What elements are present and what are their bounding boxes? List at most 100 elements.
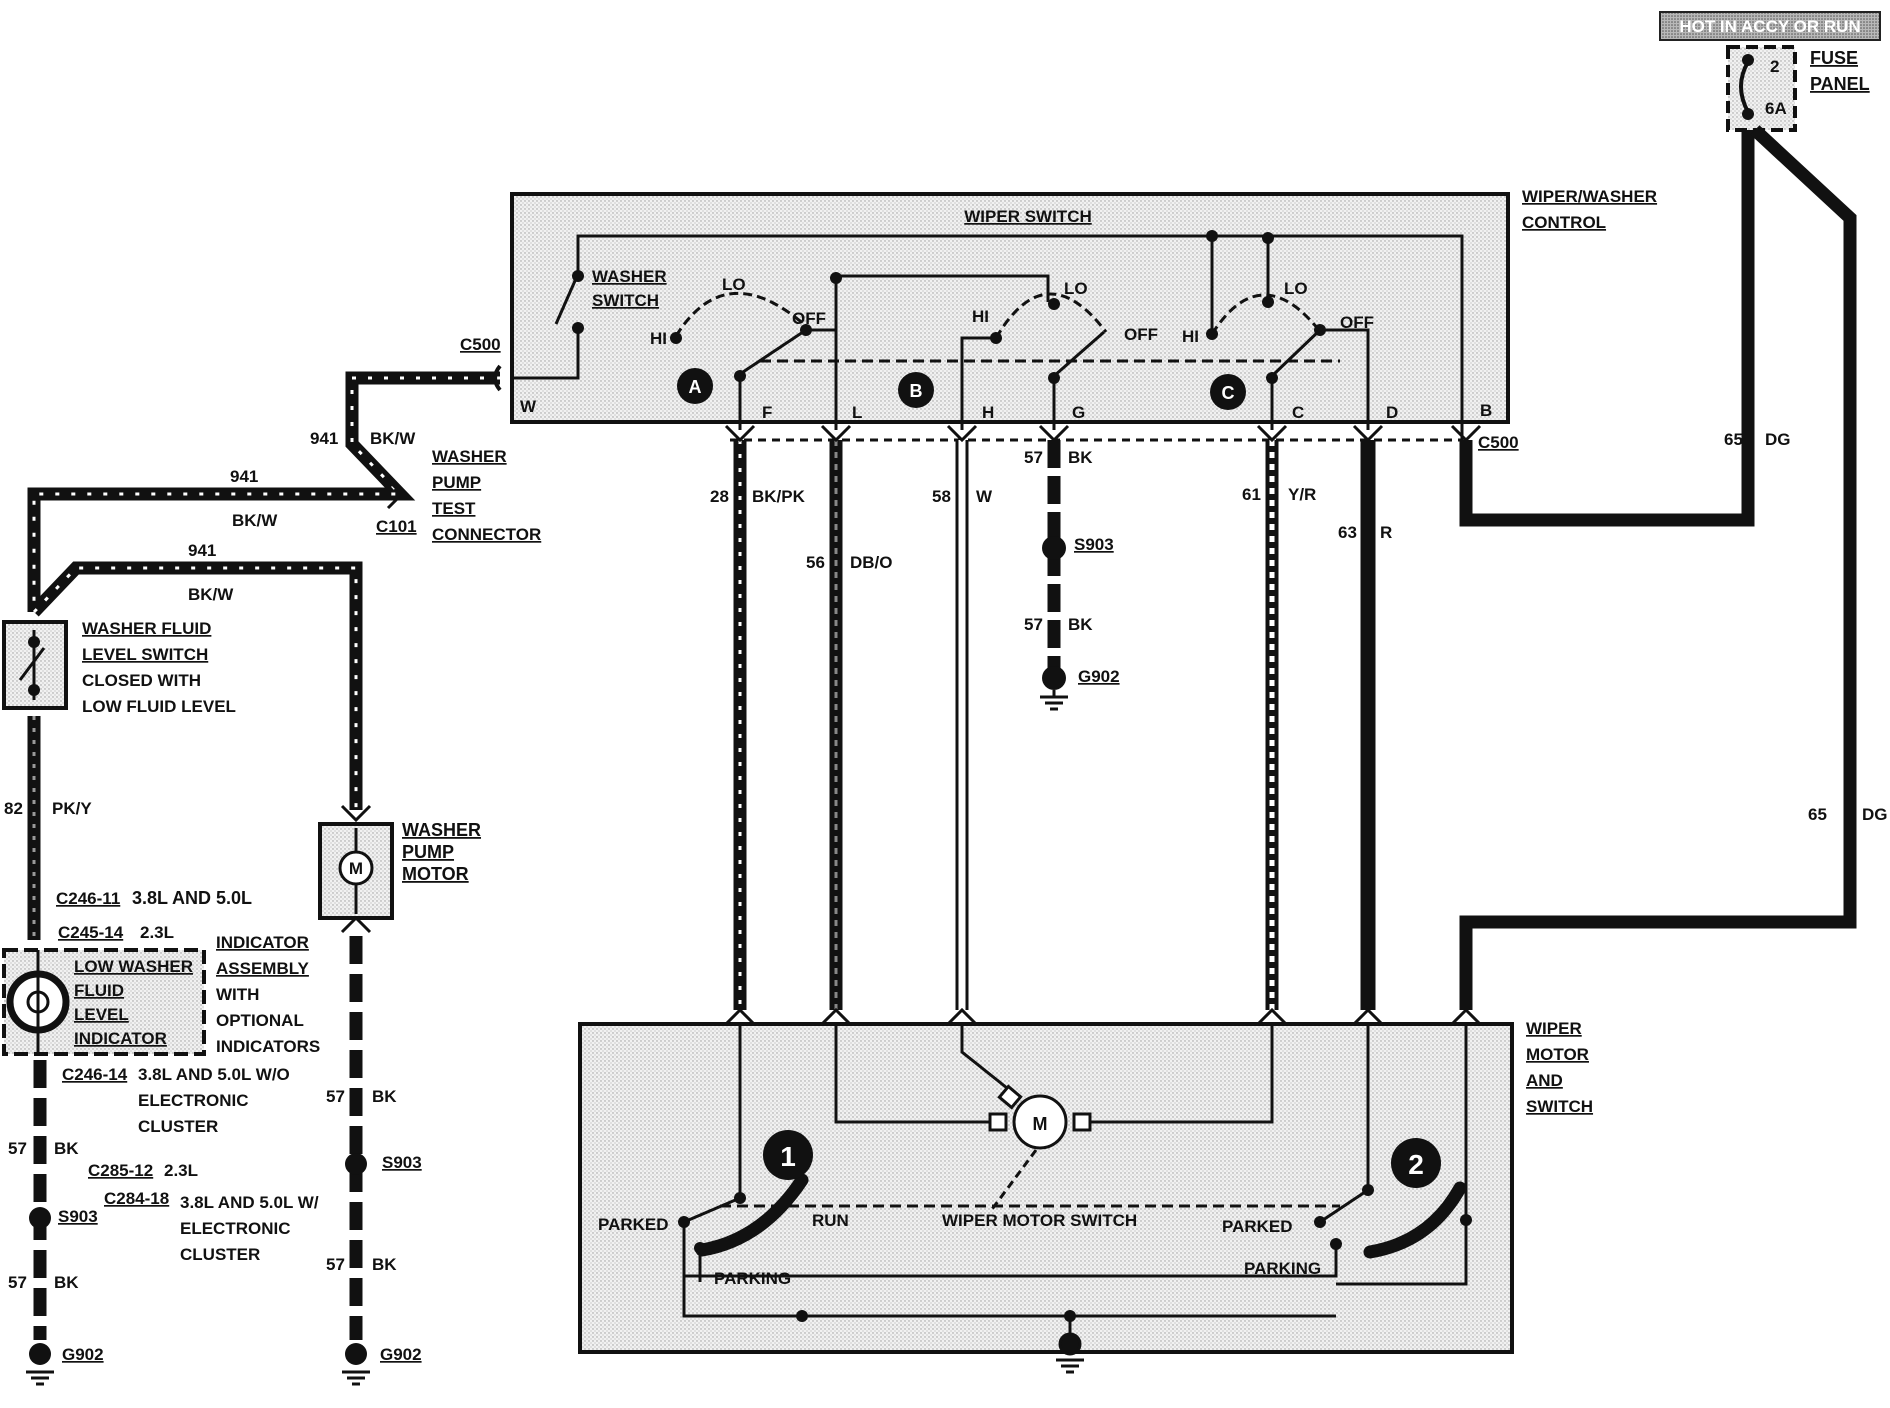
- wire-941-circuit-c: 941: [188, 541, 216, 560]
- c246-14-note: 3.8L AND 5.0L W/O: [138, 1065, 290, 1084]
- s903-left-splice: [29, 1207, 51, 1229]
- s903-left-label: S903: [58, 1207, 98, 1226]
- wire-57-left-circuit-a: 57: [8, 1139, 27, 1158]
- fuse-panel: HOT IN ACCY OR RUN 2 6A FUSE PANEL: [1659, 11, 1881, 132]
- c500-label: C500: [1478, 433, 1519, 452]
- pin-g: G: [1072, 403, 1085, 422]
- section-a-letter: A: [689, 377, 702, 397]
- wire-57-left-color-b: BK: [54, 1273, 79, 1292]
- section-b-letter: B: [910, 381, 923, 401]
- section-b-lo: LO: [1064, 279, 1088, 298]
- wiper-motor-label-3: AND: [1526, 1071, 1563, 1090]
- wire-65-circuit-2: 65: [1808, 805, 1827, 824]
- wire-57-color-b: BK: [1068, 615, 1093, 634]
- g902-pump-label: G902: [380, 1345, 422, 1364]
- test-connector-label-2: PUMP: [432, 473, 481, 492]
- hot-label: HOT IN ACCY OR RUN: [1679, 17, 1860, 36]
- parked-label-2: PARKED: [1222, 1217, 1293, 1236]
- wire-57-pump-circuit-a: 57: [326, 1087, 345, 1106]
- wiper-washer-control: WIPER SWITCH WIPER/WASHER CONTROL WASHER…: [510, 187, 1657, 440]
- section-c-hi: HI: [1182, 327, 1199, 346]
- wiper-motor-and-switch: WIPER MOTOR AND SWITCH: [578, 1019, 1593, 1374]
- section-c-letter: C: [1222, 383, 1235, 403]
- s903-label: S903: [1074, 535, 1114, 554]
- indicator-side-label-3: WITH: [216, 985, 259, 1004]
- wire-28-color: BK/PK: [752, 487, 806, 506]
- wire-58-circuit: 58: [932, 487, 951, 506]
- c246-11-label: C246-11: [56, 889, 120, 908]
- wire-941-color-a: BK/W: [370, 429, 416, 448]
- control-label-2: CONTROL: [1522, 213, 1606, 232]
- s903-pump-splice: [345, 1153, 367, 1175]
- pump-motor-label-3: MOTOR: [402, 864, 469, 884]
- pin-w: W: [520, 397, 537, 416]
- c101-label: C101: [376, 517, 417, 536]
- pump-motor-label: WASHER: [402, 820, 481, 840]
- wire-57-circuit-a: 57: [1024, 448, 1043, 467]
- g902-left-dot: [29, 1343, 51, 1365]
- test-connector-label-3: TEST: [432, 499, 476, 518]
- pin-c: C: [1292, 403, 1304, 422]
- washer-wiring: 941 BK/W 941 BK/W 941 BK/W C101 WASHER P…: [2, 364, 541, 1386]
- wire-61-color: Y/R: [1288, 485, 1316, 504]
- wire-65-circuit: 65: [1724, 430, 1743, 449]
- hot-label-box: [1659, 11, 1881, 41]
- parking-label-1: PARKING: [714, 1269, 791, 1288]
- indicator-label-4: INDICATOR: [74, 1029, 167, 1048]
- indicator-side-label-2: ASSEMBLY: [216, 959, 310, 978]
- section-b-hi: HI: [972, 307, 989, 326]
- wire-941-circuit-b: 941: [230, 467, 258, 486]
- section-a-hi: HI: [650, 329, 667, 348]
- indicator-label-3: LEVEL: [74, 1005, 129, 1024]
- wiper-motor-box: [578, 1022, 1514, 1354]
- s903-pump-label: S903: [382, 1153, 422, 1172]
- motor-section-1: 1: [780, 1141, 796, 1172]
- motor-switch-label: WIPER MOTOR SWITCH: [942, 1211, 1137, 1230]
- c246-14-label: C246-14: [62, 1065, 128, 1084]
- wire-65-color: DG: [1765, 430, 1791, 449]
- indicator-label: LOW WASHER: [74, 957, 193, 976]
- c246-14-note-2: ELECTRONIC: [138, 1091, 249, 1110]
- fuse-number: 2: [1770, 57, 1779, 76]
- pump-motor-symbol: M: [349, 859, 363, 878]
- test-connector-label-4: CONNECTOR: [432, 525, 541, 544]
- wire-57-circuit-b: 57: [1024, 615, 1043, 634]
- wire-82-color: PK/Y: [52, 799, 92, 818]
- wire-941-color-b: BK/W: [232, 511, 278, 530]
- wiper-motor-label-2: MOTOR: [1526, 1045, 1589, 1064]
- c284-18-note: 3.8L AND 5.0L W/: [180, 1193, 319, 1212]
- c285-12-label: C285-12: [88, 1161, 153, 1180]
- c500-label-2: C500: [460, 335, 501, 354]
- wire-57-color-a: BK: [1068, 448, 1093, 467]
- g902-pump-dot: [345, 1343, 367, 1365]
- wiper-switch-title: WIPER SWITCH: [964, 207, 1092, 226]
- section-b-badge: [898, 372, 934, 408]
- c245-14-note: 2.3L: [140, 923, 174, 942]
- wire-58-color: W: [976, 487, 993, 506]
- control-label: WIPER/WASHER: [1522, 187, 1657, 206]
- motor-section-2: 2: [1408, 1149, 1424, 1180]
- section-a-off: OFF: [792, 309, 826, 328]
- wire-61-circuit: 61: [1242, 485, 1261, 504]
- indicator-side-label-4: OPTIONAL: [216, 1011, 304, 1030]
- indicator-label-2: FLUID: [74, 981, 124, 1000]
- g902-label: G902: [1078, 667, 1120, 686]
- fuse-panel-label-2: PANEL: [1810, 74, 1870, 94]
- washer-switch-label: WASHER: [592, 267, 667, 286]
- wiper-motor-label: WIPER: [1526, 1019, 1582, 1038]
- section-a-badge: [677, 368, 713, 404]
- section-a-lo: LO: [722, 275, 746, 294]
- motor-ground-icon: [1056, 1332, 1084, 1374]
- motor-section-1-badge: [763, 1130, 813, 1180]
- wire-63-circuit: 63: [1338, 523, 1357, 542]
- indicator-side-label-5: INDICATORS: [216, 1037, 320, 1056]
- fluid-switch-label-4: LOW FLUID LEVEL: [82, 697, 236, 716]
- wiper-motor-icon: [1012, 1094, 1068, 1150]
- g902-pump-ground-icon: [342, 1370, 370, 1386]
- pin-l: L: [852, 403, 862, 422]
- c246-11-note: 3.8L AND 5.0L: [132, 888, 252, 908]
- test-connector-label: WASHER: [432, 447, 507, 466]
- wire-63-color: R: [1380, 523, 1392, 542]
- wire-57-left-color-a: BK: [54, 1139, 79, 1158]
